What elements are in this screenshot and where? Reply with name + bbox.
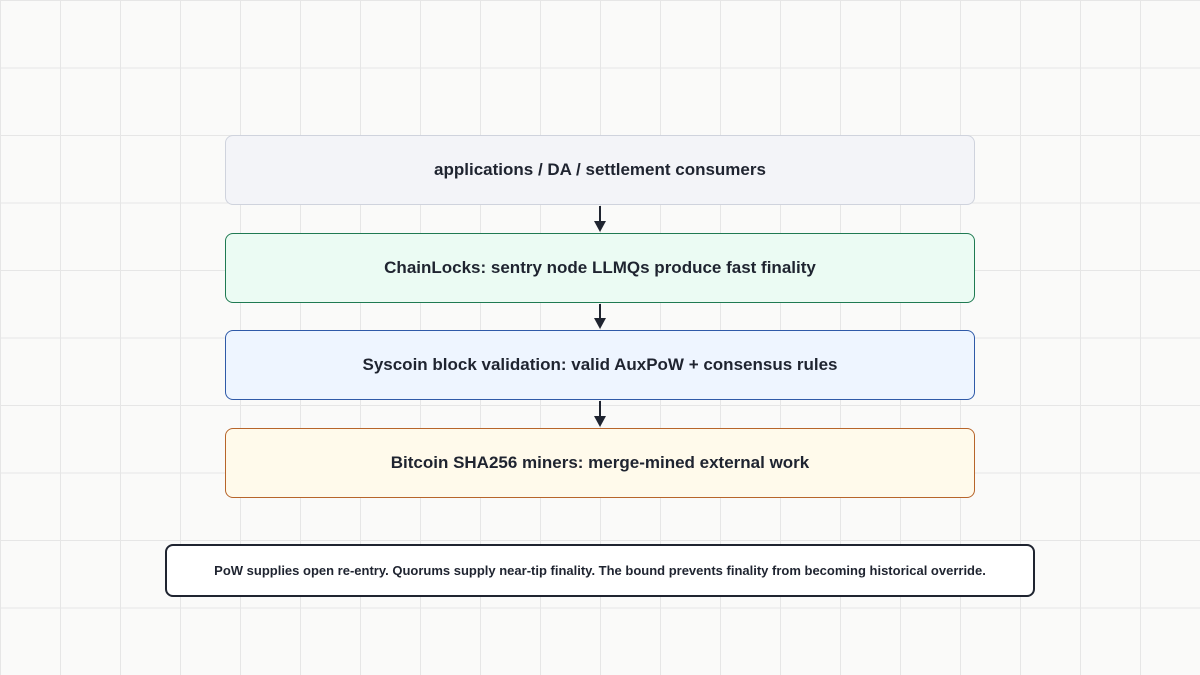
arrow-head [594, 221, 606, 232]
layer-applications-label: applications / DA / settlement consumers [434, 160, 766, 179]
layer-applications: applications / DA / settlement consumers [225, 135, 975, 205]
layer-chainlocks-label: ChainLocks: sentry node LLMQs produce fa… [384, 258, 816, 277]
summary-note: PoW supplies open re-entry. Quorums supp… [165, 544, 1035, 597]
arrow-shaft [599, 304, 601, 319]
layer-block-validation: Syscoin block validation: valid AuxPoW +… [225, 330, 975, 400]
arrow-shaft [599, 401, 601, 417]
layer-bitcoin-miners: Bitcoin SHA256 miners: merge-mined exter… [225, 428, 975, 498]
layer-chainlocks: ChainLocks: sentry node LLMQs produce fa… [225, 233, 975, 303]
arrow-head [594, 416, 606, 427]
arrow-head [594, 318, 606, 329]
arrow-shaft [599, 206, 601, 222]
layer-bitcoin-miners-label: Bitcoin SHA256 miners: merge-mined exter… [390, 453, 810, 472]
layer-block-validation-label: Syscoin block validation: valid AuxPoW +… [362, 355, 838, 374]
summary-note-text: PoW supplies open re-entry. Quorums supp… [214, 563, 986, 578]
